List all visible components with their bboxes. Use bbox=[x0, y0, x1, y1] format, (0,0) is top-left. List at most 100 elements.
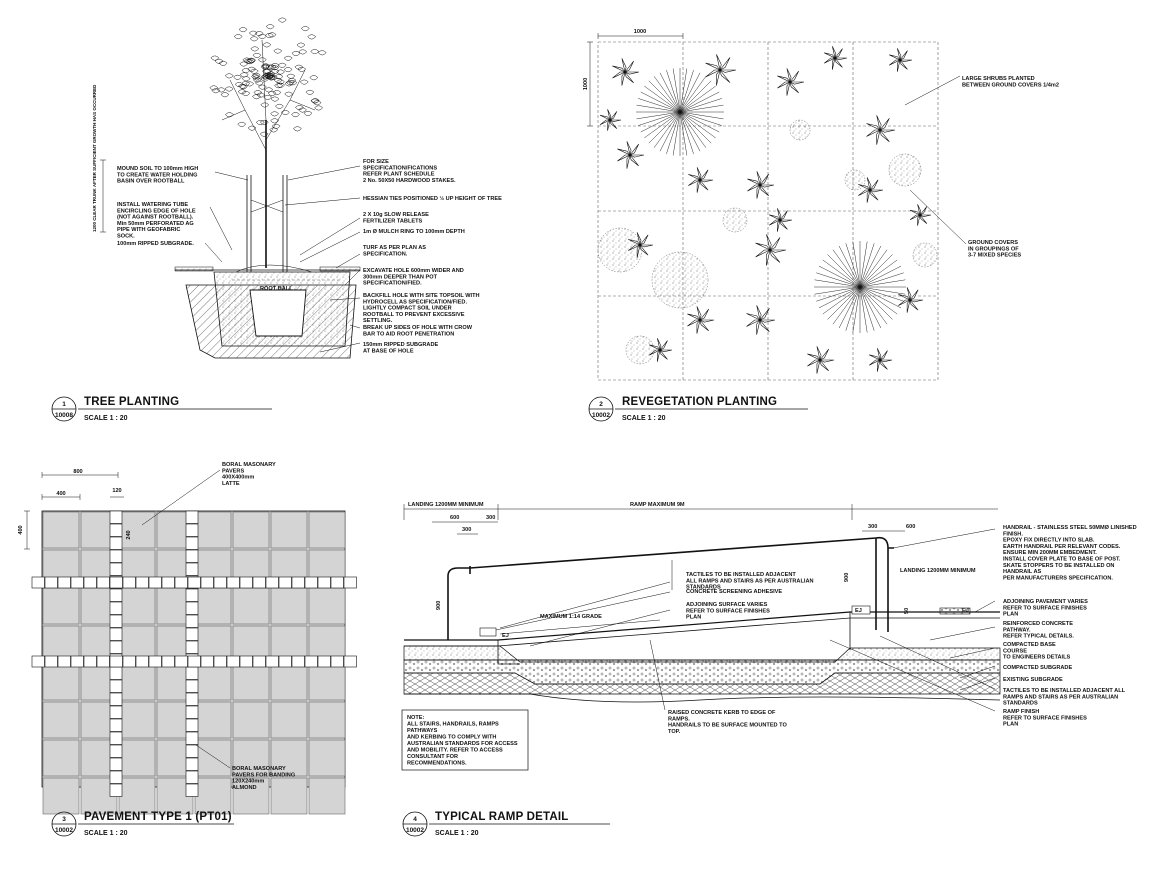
note-line: HANDRAIL - STAINLESS STEEL 50MMØ LINISHE… bbox=[1003, 525, 1137, 531]
detail-number: 2 bbox=[599, 401, 603, 408]
note-line: PLAN bbox=[1003, 722, 1018, 728]
dim-400: 400 bbox=[56, 491, 65, 497]
detail-scale: SCALE 1 : 20 bbox=[84, 830, 128, 837]
note-line: BAR TO AID ROOT PENETRATION bbox=[363, 331, 454, 337]
note-line: ADJOINING SURFACE VARIES bbox=[686, 602, 768, 608]
note-line: ENSURE MIN 200MM EMBEDMENT. bbox=[1003, 550, 1097, 556]
grade-label: MAXIMUM 1:14 GRADE bbox=[540, 614, 602, 620]
note-line: COURSE bbox=[1003, 648, 1027, 654]
note-line: EXCAVATE HOLE 600mm WIDER AND bbox=[363, 268, 464, 274]
note-line: HESSIAN TIES POSITIONED ½ UP HEIGHT OF T… bbox=[363, 195, 502, 202]
tree-title-block: 1 10008 TREE PLANTING SCALE 1 : 20 bbox=[51, 396, 272, 422]
note-line: SKATE STOPPERS TO BE INSTALLED ON bbox=[1003, 563, 1114, 569]
note-line: EXISTING SUBGRADE bbox=[1003, 677, 1063, 683]
note-line: COMPACTED BASE bbox=[1003, 642, 1056, 648]
detail-title: PAVEMENT TYPE 1 (PT01) bbox=[84, 811, 232, 823]
note-line: 300mm DEEPER THAN POT bbox=[363, 274, 438, 280]
note-line: SOCK. bbox=[117, 234, 135, 240]
note-line: ADJOINING PAVEMENT VARIES bbox=[1003, 599, 1088, 605]
note-line: AT BASE OF HOLE bbox=[363, 348, 414, 354]
note-line: EARTH HANDRAIL PER RELEVANT CODES. bbox=[1003, 544, 1121, 550]
note-line: REINFORCED CONCRETE bbox=[1003, 621, 1073, 627]
dim-600: 600 bbox=[450, 515, 459, 521]
landing-right-dim: LANDING 1200MM MINIMUM bbox=[900, 568, 976, 574]
sheet-ref: 10002 bbox=[406, 827, 424, 834]
handrail-left bbox=[447, 566, 471, 640]
dim-50: 50 bbox=[904, 608, 910, 614]
dim-300: 300 bbox=[486, 515, 495, 521]
note-line: HYDROCELL AS SPECIFICATION/FIED. bbox=[363, 299, 467, 305]
note-line: REFER TO SURFACE FINISHES bbox=[1003, 605, 1087, 611]
note-line: NOTE: bbox=[407, 715, 425, 721]
reveg-title-block: 2 10002 REVEGETATION PLANTING SCALE 1 : … bbox=[588, 396, 808, 422]
ramp-max-dim: RAMP MAXIMUM 9M bbox=[630, 502, 685, 508]
dim-900: 900 bbox=[844, 573, 850, 582]
note-line: AND MOBILITY. REFER TO ACCESS bbox=[407, 748, 503, 754]
note-line: FOR SIZE bbox=[363, 159, 389, 165]
root-ball-label: ROOT BALL bbox=[260, 286, 293, 292]
note-line: LARGE SHRUBS PLANTED bbox=[962, 76, 1035, 82]
note-line: BREAK UP SIDES OF HOLE WITH CROW bbox=[363, 325, 473, 331]
note-line: SPECIFICATION. bbox=[363, 251, 408, 257]
expansion-joint: EJ bbox=[962, 608, 969, 614]
note-line: TO ENGINEERS DETAILS bbox=[1003, 655, 1071, 661]
note-line: ALMOND bbox=[232, 785, 257, 791]
note-line: BASIN OVER ROOTBALL bbox=[117, 179, 185, 185]
note-line: TURF AS PER PLAN AS bbox=[363, 245, 426, 251]
ramp-bottom-notes: RAISED CONCRETE KERB TO EDGE OFRAMPS.HAN… bbox=[668, 710, 787, 735]
note-line: COMPACTED SUBGRADE bbox=[1003, 665, 1072, 671]
note-line: GROUND COVERS bbox=[968, 240, 1018, 246]
note-line: 120X240mm bbox=[232, 779, 264, 785]
root-ball bbox=[249, 289, 307, 337]
note-line: TACTILES TO BE INSTALLED ADJACENT bbox=[686, 572, 796, 578]
note-line: CONSULTANT FOR bbox=[407, 754, 458, 760]
note-line: (NOT AGAINST ROOTBALL). bbox=[117, 215, 194, 221]
note-line: BETWEEN GROUND COVERS 1/4m2 bbox=[962, 82, 1059, 88]
note-line: ALL STAIRS, HANDRAILS, RAMPS bbox=[407, 722, 499, 728]
note-line: TOP. bbox=[668, 729, 681, 735]
dim-side-400: 400 bbox=[18, 525, 24, 534]
note-line: PIPE WITH GEOFABRIC bbox=[117, 227, 180, 233]
note-line: REFER TO SURFACE FINISHES bbox=[686, 608, 770, 614]
ramp-right-notes: HANDRAIL - STAINLESS STEEL 50MMØ LINISHE… bbox=[1003, 525, 1137, 728]
tree-planting-detail: ROOT BALL 1200 CLEAR TRUNK AFTER SUFFICI… bbox=[51, 17, 502, 422]
note-line: TO CREATE WATER HOLDING bbox=[117, 172, 198, 178]
handrail-ramp bbox=[469, 536, 894, 632]
note-line: EPOXY FIX DIRECTLY INTO SLAB. bbox=[1003, 538, 1095, 544]
note-line: 400X400mm bbox=[222, 475, 254, 481]
note-line: Min 50mm PERFORATED AG bbox=[117, 221, 194, 227]
paver-grid bbox=[31, 510, 357, 815]
note-line: SPECIFICATION/FICATIONS bbox=[363, 165, 437, 171]
note-line: PLAN bbox=[1003, 612, 1018, 618]
note-line: PER MANUFACTURERS SPECIFICATION. bbox=[1003, 575, 1113, 581]
note-line: ENCIRCLING EDGE OF HOLE bbox=[117, 208, 196, 214]
note-line: 2 X 10g SLOW RELEASE bbox=[363, 212, 429, 218]
note-line: 1m Ø MULCH RING TO 100mm DEPTH bbox=[363, 229, 465, 235]
note-line: STANDARDS bbox=[1003, 701, 1038, 707]
note-line: 150mm RIPPED SUBGRADE bbox=[363, 342, 438, 348]
detail-title: TREE PLANTING bbox=[84, 396, 179, 408]
note-line: ALL RAMPS AND STAIRS AS PER AUSTRALIAN bbox=[686, 578, 814, 584]
note-line: RAMPS AND STAIRS AS PER AUSTRALIAN bbox=[1003, 694, 1118, 700]
note-line: PATHWAYS bbox=[407, 728, 438, 734]
note-line: BORAL MASONARY bbox=[232, 766, 286, 772]
note-line: FINISH. bbox=[1003, 531, 1023, 537]
note-line: REFER PLANT SCHEDULE bbox=[363, 172, 435, 178]
detail-number: 3 bbox=[62, 816, 66, 823]
note-line: SPECIFICATION/FIED. bbox=[363, 281, 422, 287]
note-line: REFER TYPICAL DETAILS. bbox=[1003, 634, 1074, 640]
note-line: IN GROUPINGS OF bbox=[968, 246, 1019, 252]
detail-scale: SCALE 1 : 20 bbox=[84, 415, 128, 422]
dim-300: 300 bbox=[462, 527, 471, 533]
clear-trunk-label: 1200 CLEAR TRUNK AFTER SUFFICIENT GROWTH… bbox=[92, 84, 97, 232]
note-line: REFER TO SURFACE FINISHES bbox=[1003, 715, 1087, 721]
detail-title: REVEGETATION PLANTING bbox=[622, 396, 777, 408]
typical-ramp-detail: LANDING 1200MM MINIMUM RAMP MAXIMUM 9M 6… bbox=[401, 502, 1137, 837]
note-line: RECOMMENDATIONS. bbox=[407, 761, 467, 767]
sheet-ref: 10002 bbox=[592, 412, 610, 419]
detail-scale: SCALE 1 : 20 bbox=[622, 415, 666, 422]
